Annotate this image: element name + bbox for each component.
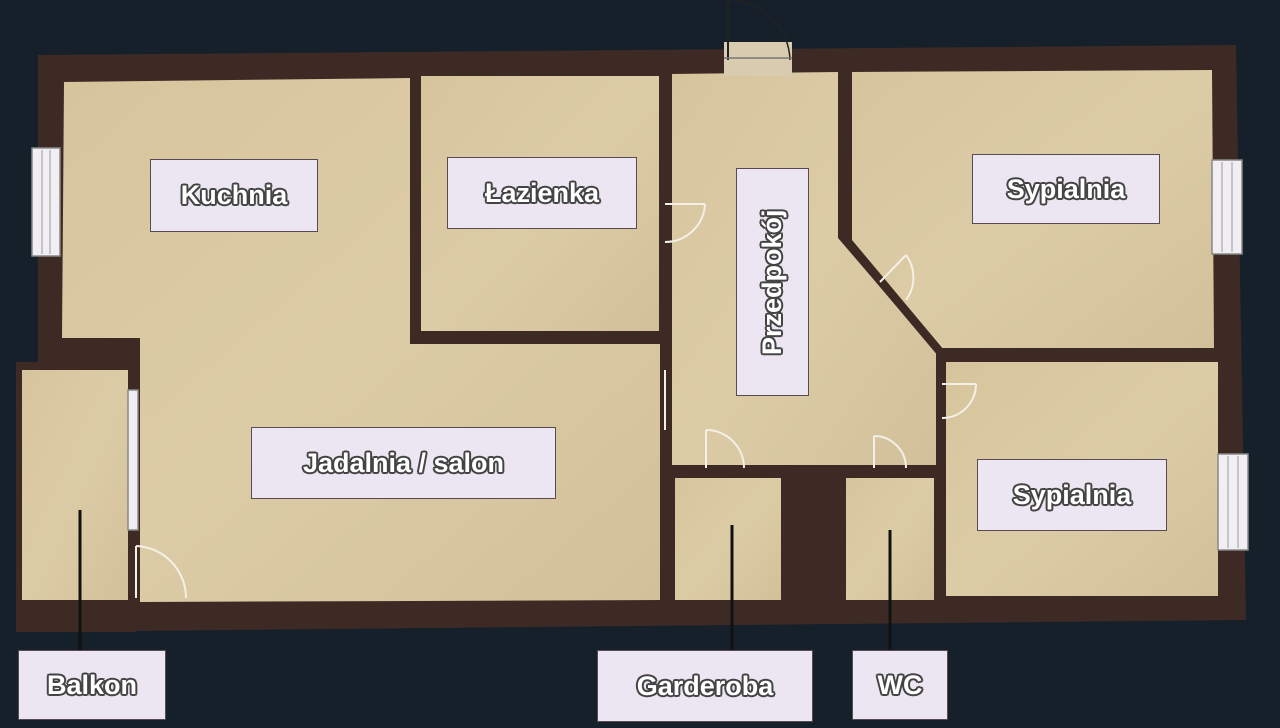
door-wardrobe (705, 429, 745, 469)
door-bedroom-top (879, 254, 915, 301)
callout-label-wardrobe: Garderoba (597, 650, 813, 722)
room-label-kitchen: Kuchnia (150, 159, 318, 232)
floor-wardrobe (675, 478, 781, 600)
window-bedroom-top (1211, 159, 1243, 255)
window-kitchen (31, 147, 61, 257)
window-balcony-door (127, 389, 139, 531)
room-label-bedroom-top: Sypialnia (972, 154, 1160, 224)
room-label-bedroom-bottom: Sypialnia (977, 459, 1167, 531)
door-bathroom (664, 203, 706, 244)
interior-doors (135, 203, 977, 599)
callout-label-wc: WC (852, 650, 948, 720)
shaft-wall (782, 471, 844, 603)
interior-walls (410, 70, 1216, 604)
room-label-bathroom: Łazienka (447, 157, 637, 229)
room-label-living-dining: Jadalnia / salon (251, 427, 556, 499)
entrance-door (724, 0, 792, 76)
door-bedroom-bottom (941, 383, 977, 419)
callout-lines (78, 510, 892, 652)
floor-balcony (22, 370, 128, 600)
window-bedroom-bottom (1217, 453, 1249, 551)
door-balcony (135, 545, 187, 599)
windows (31, 147, 1249, 551)
callout-label-balcony: Balkon (18, 650, 166, 720)
room-label-hallway: Przedpokój (736, 168, 809, 396)
door-wc (873, 435, 907, 469)
